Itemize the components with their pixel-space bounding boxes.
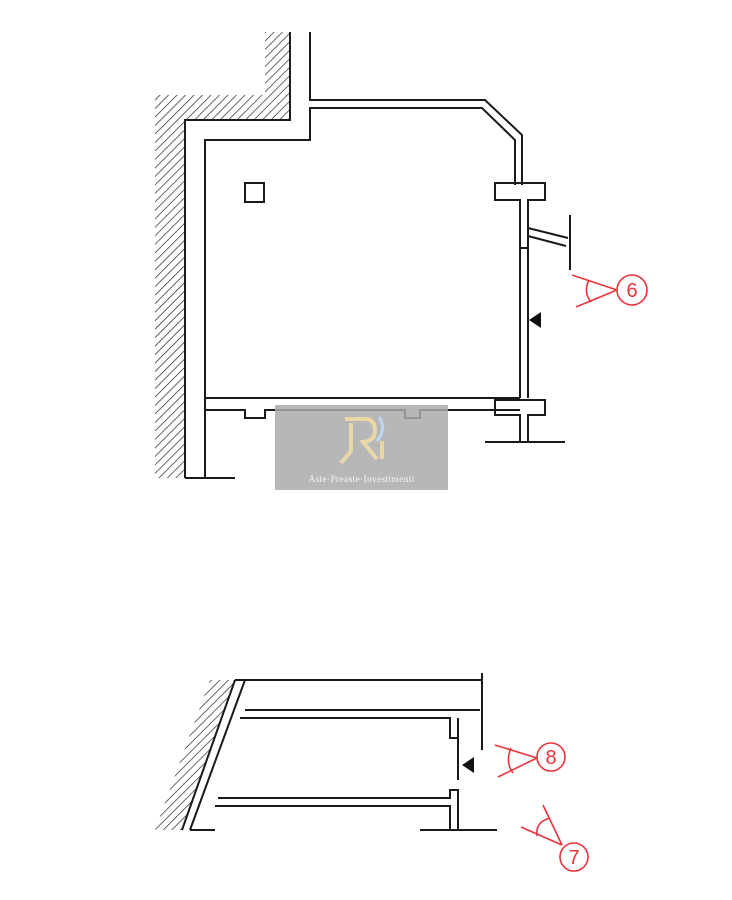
view-marker-8: 8 — [494, 742, 566, 778]
marker-label: 6 — [626, 280, 637, 302]
watermark: Aste·Preaste·Investimenti — [275, 405, 448, 490]
watermark-logo-icon — [339, 416, 384, 465]
view-marker-6: 6 — [571, 274, 648, 308]
window-marker-icon — [529, 312, 541, 328]
hatched-wall — [155, 32, 290, 478]
marker-label: 8 — [545, 747, 556, 769]
upper-plan — [155, 32, 571, 479]
watermark-text: Aste·Preaste·Investimenti — [308, 475, 415, 485]
hatched-wall — [155, 680, 235, 830]
lower-plan — [155, 673, 497, 831]
column-square — [244, 182, 265, 203]
window-marker-icon — [462, 757, 474, 773]
marker-label: 7 — [568, 847, 579, 869]
view-marker-7: 7 — [520, 804, 589, 872]
